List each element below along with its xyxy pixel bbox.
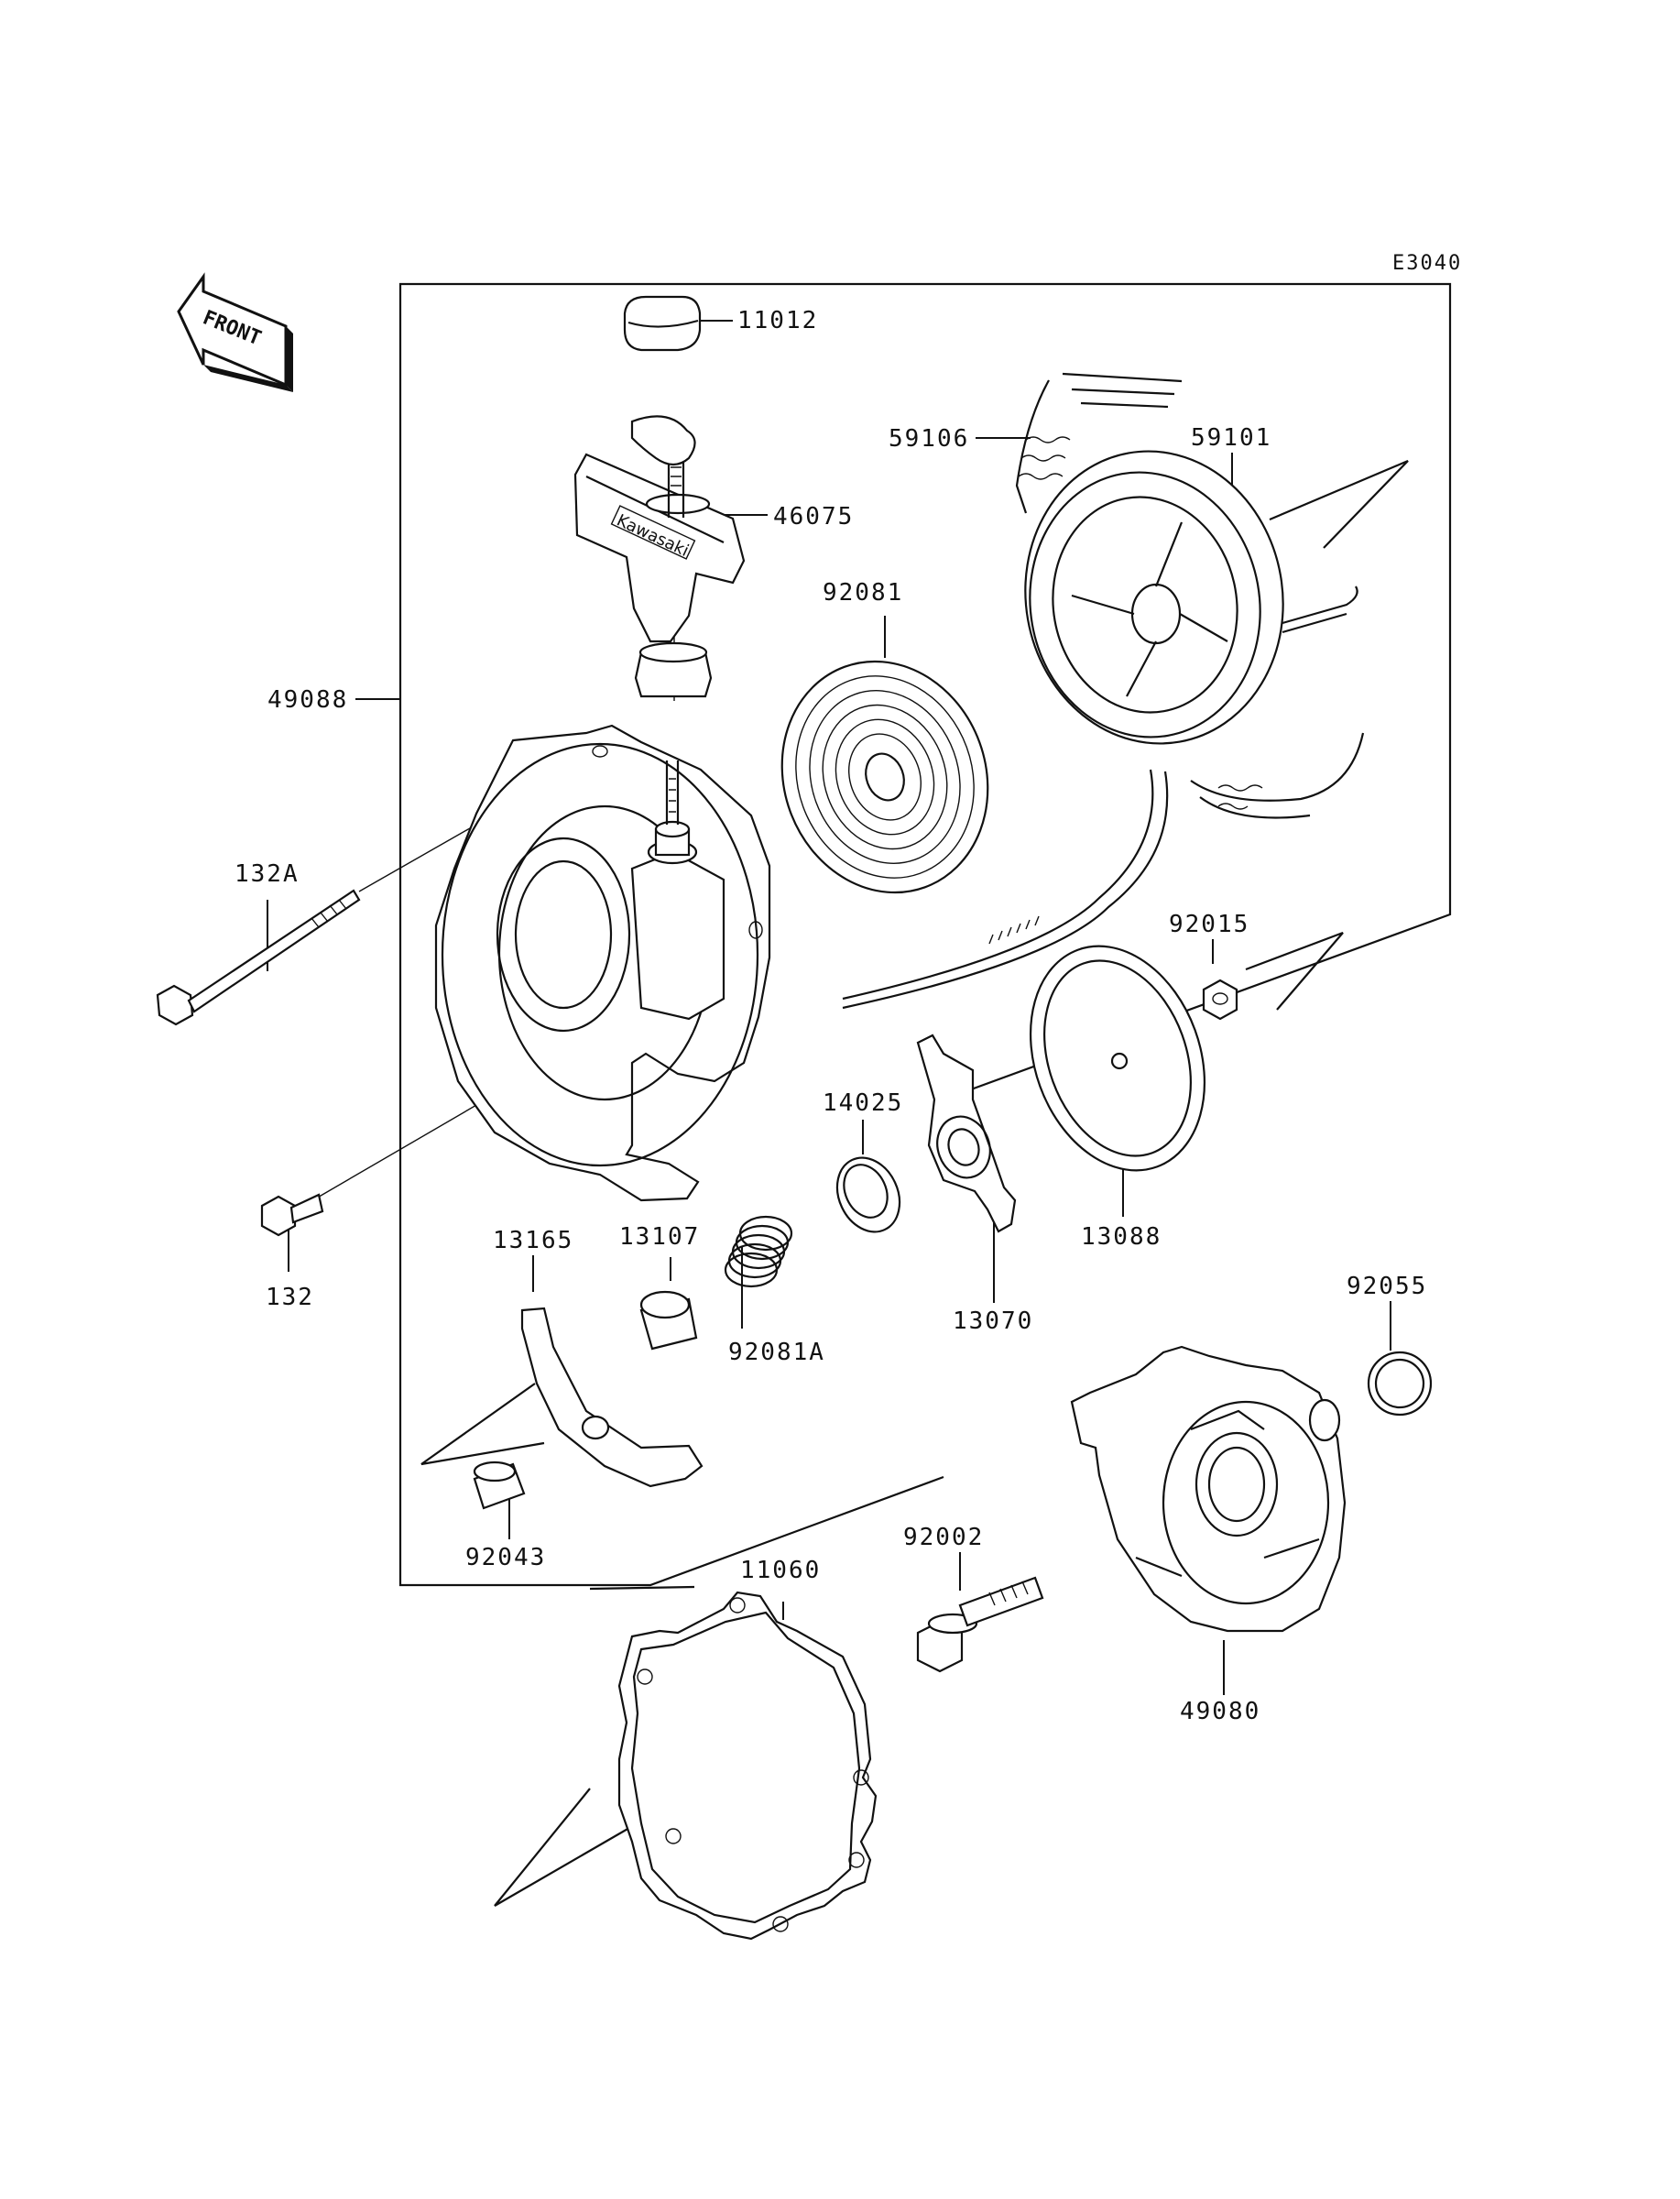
short-bolt [260,1193,324,1237]
collar [835,1156,901,1233]
part-number-92055: 92055 [1347,1273,1427,1300]
pin [473,1461,526,1510]
starter-rope [842,372,1365,1010]
part-number-11060: 11060 [740,1557,821,1584]
recoil-spring [780,660,989,894]
part-number-92081: 92081 [823,579,903,607]
part-number-92002: 92002 [903,1524,984,1551]
compression-spring [724,1215,793,1288]
gasket [617,1591,878,1941]
part-number-49088: 49088 [267,686,348,714]
figure-code: E3040 [1392,252,1462,275]
ratchet-pawl [520,1307,704,1488]
ratchet-guide [916,1034,1017,1233]
bushing [639,1290,698,1351]
o-ring [1367,1351,1433,1417]
long-bolt [156,889,361,1026]
part-number-132A: 132A [235,860,300,888]
part-number-92081A: 92081A [728,1339,825,1366]
starter-reel [1024,450,1358,745]
part-number-132: 132 [266,1284,314,1311]
part-number-13165: 13165 [493,1227,573,1254]
part-number-46075: 46075 [773,503,854,531]
handle-cap [623,295,702,352]
friction-plate [1029,945,1206,1172]
part-number-13070: 13070 [953,1307,1033,1335]
part-number-13088: 13088 [1081,1223,1162,1251]
part-number-92043: 92043 [465,1544,546,1571]
part-labels: 11012 59106 59101 46075 92081 49088 132A… [235,307,1427,1725]
front-arrow-icon: FRONT [177,272,293,392]
part-number-11012: 11012 [737,307,818,334]
part-number-59106: 59106 [889,425,969,453]
starter-case [434,724,771,1202]
flange-bolt [916,1576,1044,1673]
starter-pulley [1070,1345,1347,1633]
nut [1202,979,1238,1021]
starter-handle: Kawasaki [573,415,746,698]
part-number-92015: 92015 [1169,911,1249,938]
assembly-frame [398,282,1452,1587]
part-number-13107: 13107 [619,1223,700,1251]
part-number-14025: 14025 [823,1089,903,1117]
part-number-59101: 59101 [1191,424,1271,452]
part-number-49080: 49080 [1180,1698,1260,1725]
